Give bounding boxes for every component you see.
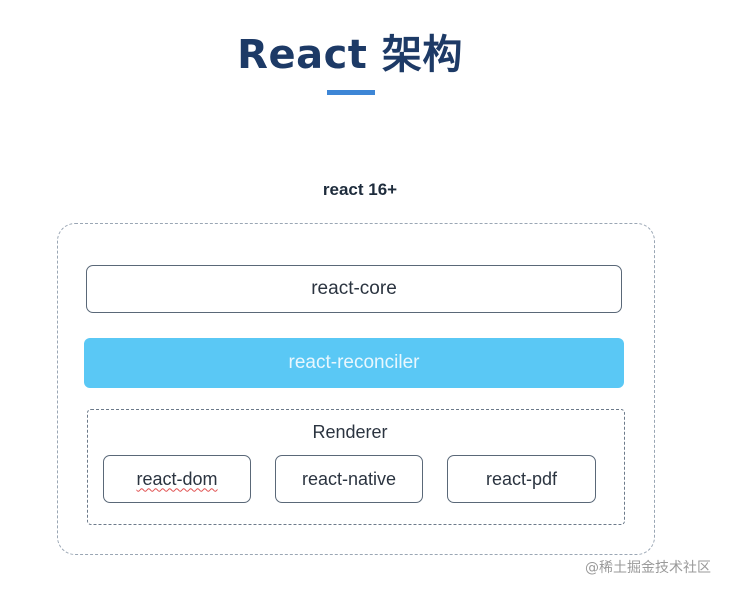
watermark: @稀土掘金技术社区 xyxy=(585,560,711,576)
react-core-label: react-core xyxy=(311,278,397,299)
page-title: React 架构 xyxy=(237,32,463,78)
react-pdf-label: react-pdf xyxy=(485,468,558,489)
react-core-node: react-core xyxy=(86,265,622,313)
react-native-label: react-native xyxy=(301,468,397,489)
renderer-group xyxy=(87,409,625,525)
react-architecture-container xyxy=(57,223,655,555)
react-native-node: react-native xyxy=(275,455,423,503)
react-reconciler-label: react-reconciler xyxy=(288,352,420,373)
react-reconciler-node: react-reconciler xyxy=(84,338,624,388)
react-pdf-node: react-pdf xyxy=(447,455,596,503)
react-dom-node: react-dom xyxy=(103,455,251,503)
renderer-label: Renderer xyxy=(312,422,388,442)
version-label: react 16+ xyxy=(322,180,398,199)
title-underline xyxy=(327,90,375,95)
react-dom-label: react-dom xyxy=(136,468,218,489)
